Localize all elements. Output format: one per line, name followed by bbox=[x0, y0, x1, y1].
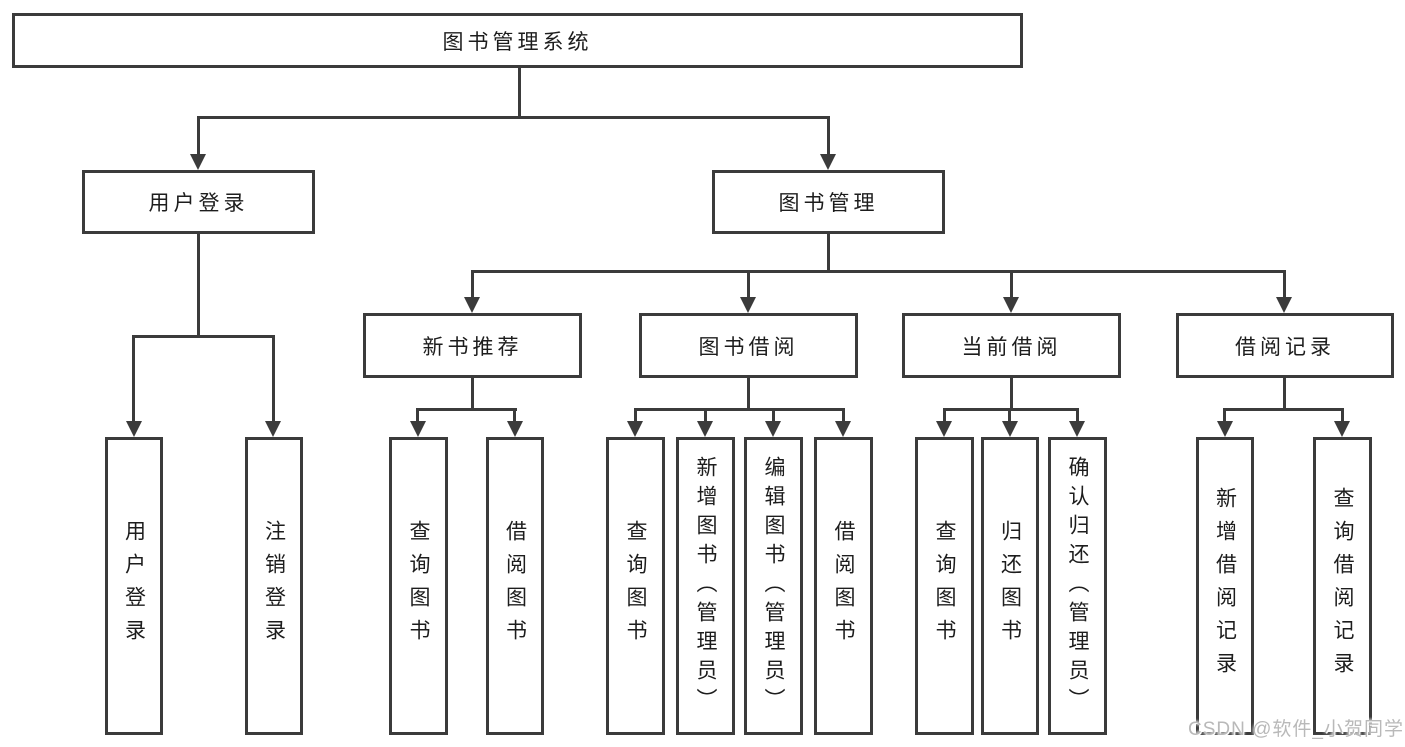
leaf-borrow-add-books-admin-label: 新增图书（管理员） bbox=[694, 455, 717, 717]
leaf-user-login: 用户登录 bbox=[105, 437, 163, 735]
connector-branch-current bbox=[943, 408, 1079, 411]
arrow-leaf bbox=[410, 421, 426, 437]
arrow-leaf bbox=[1069, 421, 1085, 437]
node-library-system: 图书管理系统 bbox=[12, 13, 1023, 68]
node-library-system-label: 图书管理系统 bbox=[442, 30, 593, 54]
connector-stem bbox=[842, 408, 845, 423]
leaf-current-return-books: 归还图书 bbox=[981, 437, 1039, 735]
connector-stem bbox=[416, 408, 419, 423]
connector-stem-login-leaf bbox=[132, 335, 135, 423]
arrow-leaf bbox=[627, 421, 643, 437]
connector-branch-level2 bbox=[197, 116, 830, 119]
connector-stem-borrow bbox=[747, 270, 750, 299]
connector-branch-records bbox=[1223, 408, 1344, 411]
leaf-current-return-books-label: 归还图书 bbox=[998, 520, 1022, 652]
connector-current-drop bbox=[1010, 378, 1013, 409]
connector-stem bbox=[772, 408, 775, 423]
connector-stem bbox=[943, 408, 946, 423]
leaf-borrow-query-books: 查询图书 bbox=[606, 437, 665, 735]
arrow-leaf bbox=[1334, 421, 1350, 437]
leaf-logout: 注销登录 bbox=[245, 437, 303, 735]
leaf-user-login-label: 用户登录 bbox=[122, 520, 146, 652]
leaf-borrow-borrow-books: 借阅图书 bbox=[814, 437, 873, 735]
leaf-records-add-record-label: 新增借阅记录 bbox=[1213, 487, 1237, 685]
leaf-borrow-edit-books-admin: 编辑图书（管理员） bbox=[744, 437, 803, 735]
arrow-recommend bbox=[464, 297, 480, 313]
leaf-recommend-query-books: 查询图书 bbox=[389, 437, 448, 735]
node-borrow-records-label: 借阅记录 bbox=[1235, 335, 1335, 359]
connector-user-login-drop bbox=[197, 234, 200, 336]
connector-stem bbox=[1223, 408, 1226, 423]
leaf-logout-label: 注销登录 bbox=[262, 520, 286, 652]
connector-stem bbox=[513, 408, 516, 423]
connector-stem bbox=[1341, 408, 1344, 423]
connector-stem-records bbox=[1283, 270, 1286, 299]
arrow-logout-leaf bbox=[265, 421, 281, 437]
node-book-borrow-label: 图书借阅 bbox=[698, 335, 799, 359]
connector-book-management-drop bbox=[827, 234, 830, 272]
connector-stem-logout-leaf bbox=[272, 335, 275, 423]
connector-stem-current bbox=[1010, 270, 1013, 299]
arrow-leaf bbox=[507, 421, 523, 437]
connector-branch-level3 bbox=[471, 270, 1286, 273]
arrow-login-leaf bbox=[126, 421, 142, 437]
leaf-current-query-books-label: 查询图书 bbox=[933, 520, 956, 652]
leaf-records-query-record-label: 查询借阅记录 bbox=[1331, 487, 1354, 685]
node-current-borrow-label: 当前借阅 bbox=[961, 335, 1062, 359]
leaf-records-query-record: 查询借阅记录 bbox=[1313, 437, 1372, 735]
connector-branch-user-login bbox=[132, 335, 275, 338]
arrow-user-login bbox=[190, 154, 206, 170]
node-user-login-label: 用户登录 bbox=[148, 192, 249, 215]
node-book-borrow: 图书借阅 bbox=[639, 313, 858, 378]
arrow-leaf bbox=[765, 421, 781, 437]
leaf-recommend-borrow-books: 借阅图书 bbox=[486, 437, 544, 735]
node-new-book-recommend-label: 新书推荐 bbox=[422, 335, 523, 359]
connector-borrow-drop bbox=[747, 378, 750, 409]
leaf-recommend-borrow-books-label: 借阅图书 bbox=[503, 520, 527, 652]
node-book-management: 图书管理 bbox=[712, 170, 945, 234]
connector-branch-recommend bbox=[416, 408, 517, 411]
connector-stem bbox=[1076, 408, 1079, 423]
connector-recommend-drop bbox=[471, 378, 474, 409]
node-book-management-label: 图书管理 bbox=[778, 192, 879, 215]
leaf-current-query-books: 查询图书 bbox=[915, 437, 974, 735]
arrow-borrow bbox=[740, 297, 756, 313]
connector-stem bbox=[704, 408, 707, 423]
connector-stem-user-login bbox=[197, 116, 200, 156]
leaf-borrow-query-books-label: 查询图书 bbox=[624, 520, 647, 652]
arrow-leaf bbox=[697, 421, 713, 437]
node-borrow-records: 借阅记录 bbox=[1176, 313, 1394, 378]
connector-stem bbox=[634, 408, 637, 423]
connector-stem-recommend bbox=[471, 270, 474, 299]
arrow-records bbox=[1276, 297, 1292, 313]
leaf-borrow-borrow-books-label: 借阅图书 bbox=[832, 520, 855, 652]
connector-branch-borrow bbox=[634, 408, 845, 411]
leaf-current-confirm-return-admin: 确认归还（管理员） bbox=[1048, 437, 1107, 735]
arrow-leaf bbox=[936, 421, 952, 437]
arrow-current bbox=[1003, 297, 1019, 313]
connector-records-drop bbox=[1283, 378, 1286, 409]
leaf-borrow-add-books-admin: 新增图书（管理员） bbox=[676, 437, 735, 735]
arrow-book-management bbox=[820, 154, 836, 170]
leaf-current-confirm-return-admin-label: 确认归还（管理员） bbox=[1066, 455, 1089, 717]
connector-root-drop bbox=[518, 66, 521, 117]
node-new-book-recommend: 新书推荐 bbox=[363, 313, 582, 378]
connector-stem-book-management bbox=[827, 116, 830, 156]
arrow-leaf bbox=[835, 421, 851, 437]
node-user-login: 用户登录 bbox=[82, 170, 315, 234]
csdn-watermark: CSDN @软件_小贺同学 bbox=[1188, 719, 1404, 740]
leaf-records-add-record: 新增借阅记录 bbox=[1196, 437, 1254, 735]
connector-stem bbox=[1008, 408, 1011, 423]
node-current-borrow: 当前借阅 bbox=[902, 313, 1121, 378]
arrow-leaf bbox=[1217, 421, 1233, 437]
leaf-borrow-edit-books-admin-label: 编辑图书（管理员） bbox=[762, 455, 785, 717]
arrow-leaf bbox=[1002, 421, 1018, 437]
leaf-recommend-query-books-label: 查询图书 bbox=[407, 520, 430, 652]
